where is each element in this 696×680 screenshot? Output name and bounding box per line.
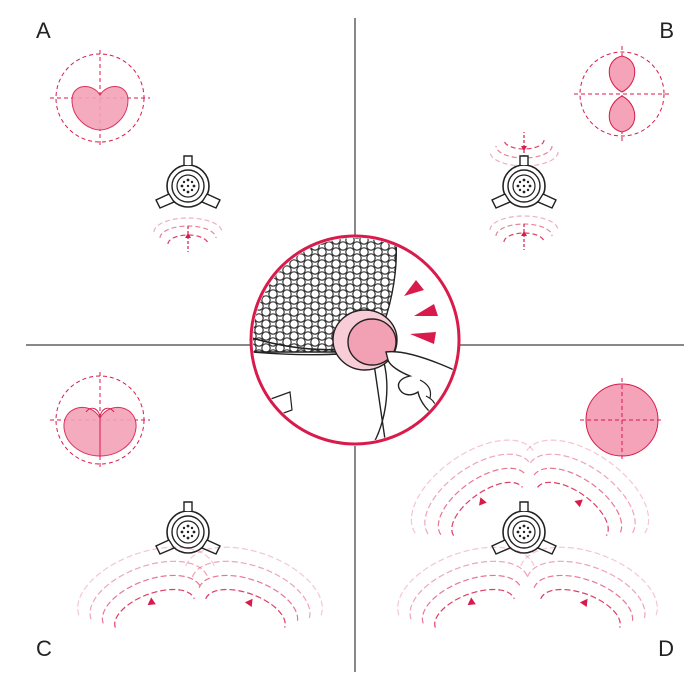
pattern-a-cardioid-icon (50, 50, 150, 146)
quadrant-label-d: D (658, 636, 674, 661)
pattern-d-omni-icon (580, 378, 664, 462)
mic-d-icon (491, 501, 557, 555)
pickup-arcs-a (153, 217, 223, 253)
pattern-c-stereo-icon (50, 372, 150, 468)
mic-c-icon (155, 501, 221, 555)
quadrant-label-b: B (659, 18, 674, 43)
quadrant-label-c: C (36, 636, 52, 661)
pattern-b-figure8-icon (574, 46, 670, 142)
mic-b-icon (491, 155, 557, 209)
pickup-arcs-b-bottom (489, 215, 559, 251)
quadrant-label-a: A (36, 18, 51, 43)
mic-a-icon (155, 155, 221, 209)
